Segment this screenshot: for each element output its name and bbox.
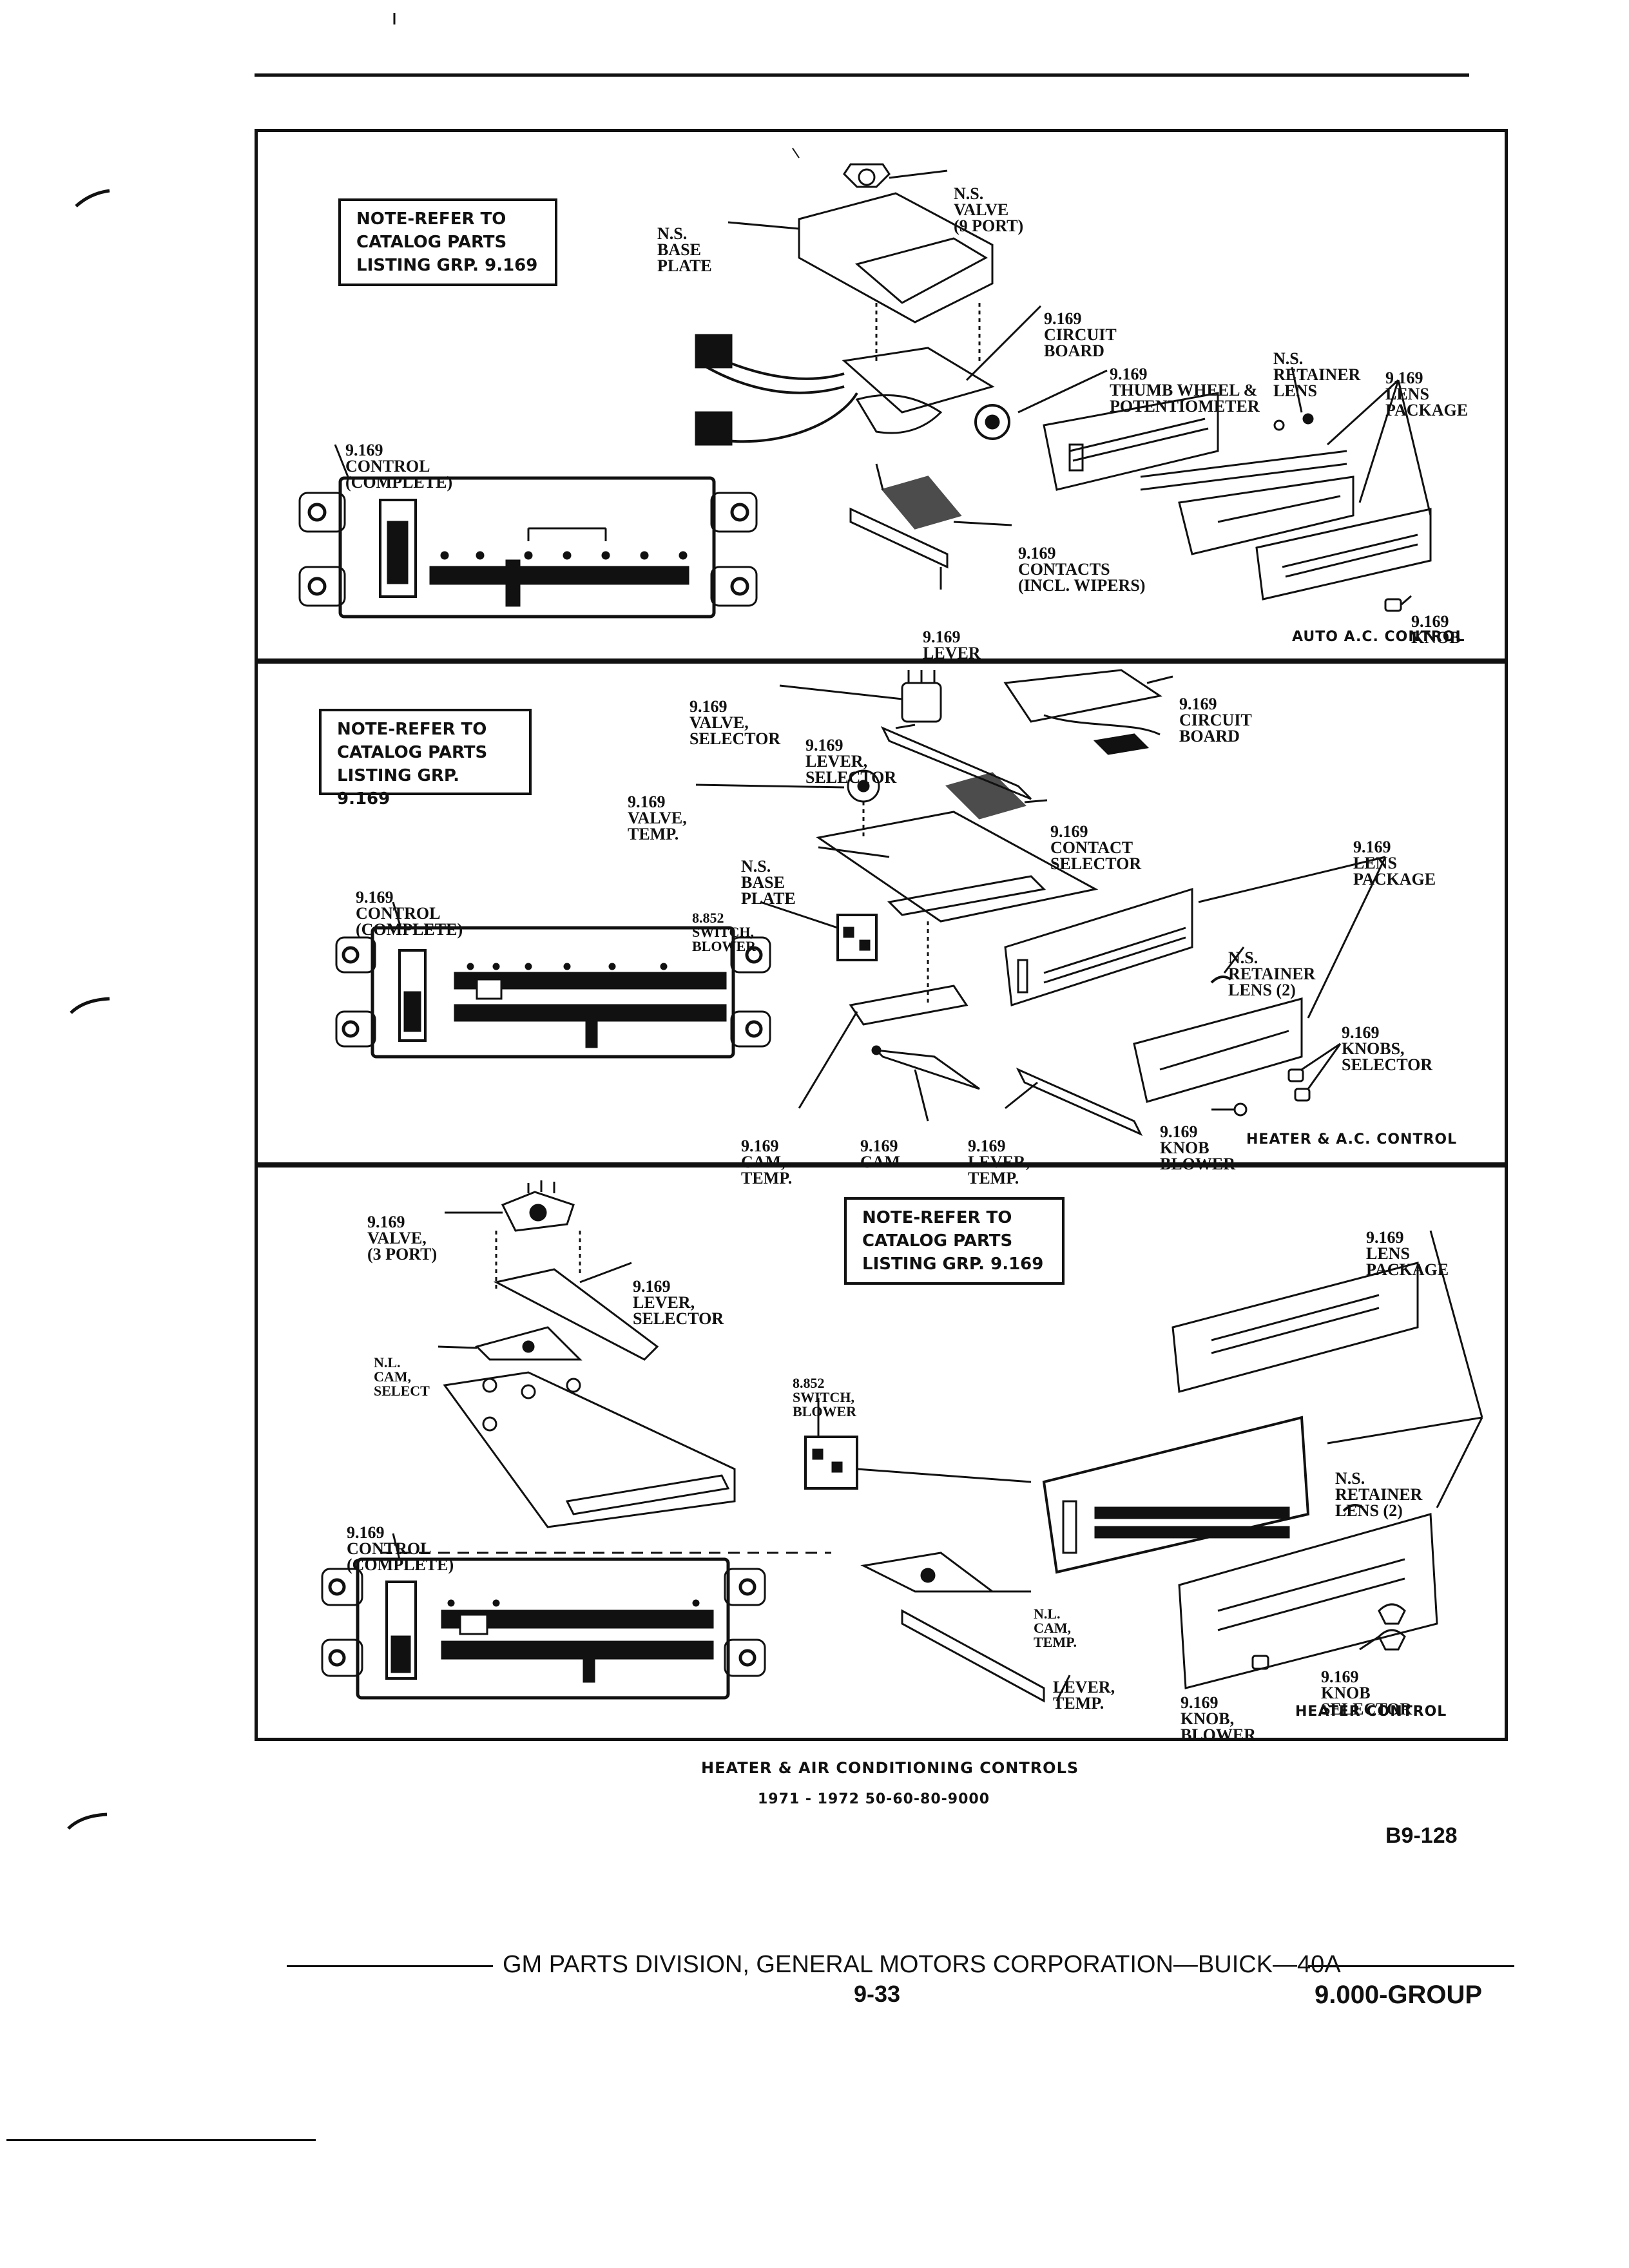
bottom-scan-line (6, 2139, 316, 2141)
figure-title: HEATER & AIR CONDITIONING CONTROLS (701, 1759, 1079, 1777)
footer-rule-left (287, 1965, 493, 1967)
lens-package-3-drawing (1042, 1230, 1483, 1689)
circuit-board-2-drawing (1003, 669, 1173, 755)
section-heater-ac-control (255, 658, 1508, 1168)
cam-temp-3-drawing (860, 1552, 1031, 1593)
valve-temp-drawing (695, 769, 880, 838)
thumb-wheel-drawing (974, 369, 1108, 440)
lever-selector-2-drawing (880, 724, 1032, 800)
knobs-selector-drawing (1211, 1043, 1342, 1117)
switch-blower-3-drawing (804, 1398, 1032, 1490)
lever-temp-3-drawing (901, 1609, 1071, 1703)
contact-selector-drawing (945, 772, 1048, 820)
footer-publisher: GM PARTS DIVISION, GENERAL MOTORS CORPOR… (503, 1951, 1341, 1978)
section-caption: HEATER & A.C. CONTROL (1246, 1131, 1458, 1148)
catalog-note: NOTE-REFER TO CATALOG PARTS LISTING GRP.… (319, 709, 532, 809)
cam-select-drawing (438, 1326, 583, 1361)
lever-selector-3-drawing (493, 1231, 659, 1361)
heater-ac-control-panel (335, 901, 771, 1059)
lens-package-2-drawing (1004, 856, 1387, 1103)
section-caption: AUTO A.C. CONTROL (1292, 629, 1465, 645)
label-lever-temp: LEVER,TEMP. (1053, 1678, 1115, 1713)
base-plate-drawing (728, 192, 994, 361)
section-heater-control (255, 1162, 1508, 1741)
header-rule (255, 73, 1469, 77)
switch-blower-drawing (760, 901, 878, 961)
contacts-and-lever-drawing (849, 463, 1012, 590)
valve-3port-drawing (445, 1180, 575, 1232)
section-auto-ac-control (255, 129, 1508, 664)
knobs-3-drawing (1251, 1603, 1406, 1670)
heater-control-panel (321, 1533, 831, 1700)
cam-and-lever-temp-drawing (798, 985, 1143, 1137)
catalog-note: NOTE-REFER TO CATALOG PARTS LISTING GRP.… (338, 198, 557, 286)
base-plate-2-drawing (816, 811, 1099, 1005)
auto-ac-control-panel (298, 444, 758, 619)
catalog-note: NOTE-REFER TO CATALOG PARTS LISTING GRP.… (844, 1197, 1065, 1285)
figure-subtitle: 1971 - 1972 50-60-80-9000 (758, 1791, 990, 1807)
valve-9port-drawing (792, 148, 948, 188)
page-number: 9-33 (854, 1981, 901, 2007)
base-plate-3-drawing (443, 1371, 736, 1528)
footer-rule-right (1308, 1965, 1514, 1967)
figure-code: B9-128 (1385, 1823, 1458, 1848)
section-caption: HEATER CONTROL (1295, 1704, 1447, 1720)
label-valve-9port: N.S.VALVE(9 PORT) (954, 184, 1024, 235)
circuit-board-drawing (695, 305, 1042, 446)
group-label: 9.000-GROUP (1315, 1981, 1483, 2009)
label-cam-select: N.L.CAM,SELECT (374, 1354, 430, 1399)
label-cam-temp: N.L.CAM,TEMP. (1034, 1606, 1077, 1650)
lens-housing-drawing (1043, 367, 1432, 612)
valve-selector-drawing (779, 670, 942, 723)
